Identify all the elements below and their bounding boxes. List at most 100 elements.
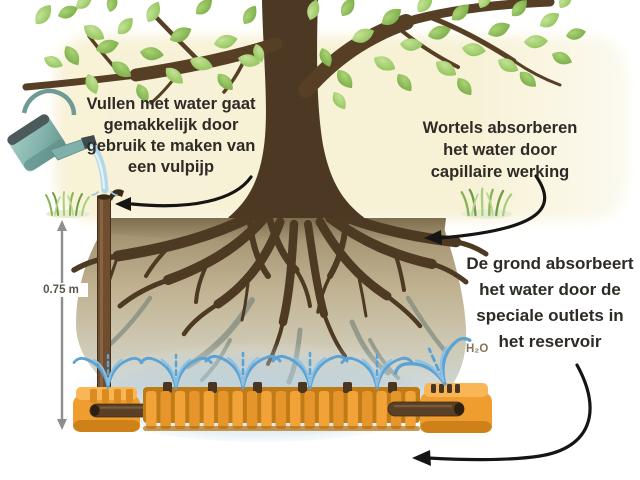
leaf-shape: [319, 48, 332, 67]
crate-slat: [347, 391, 359, 429]
crate-slat: [333, 391, 344, 429]
connector-pipe-right: [387, 401, 465, 417]
leaf-shape: [217, 73, 233, 90]
root: [71, 253, 121, 273]
leaf-shape: [307, 0, 320, 20]
leaf-shape: [478, 0, 492, 8]
leaf-shape: [58, 5, 78, 19]
leaf-shape: [559, 0, 572, 8]
leaf-shape: [136, 84, 149, 103]
note-line: De grond absorbeert: [466, 254, 634, 273]
leaf-shape: [498, 58, 519, 73]
note-line: het water door: [443, 141, 557, 159]
root-system: [71, 208, 489, 366]
pipe-highlight: [100, 406, 166, 409]
root: [247, 219, 271, 279]
leaf-shape: [428, 25, 451, 40]
fill-instruction-note: Vullen met water gaat gemakkelijk door g…: [55, 94, 287, 178]
arrow-to-fill-pipe: [130, 175, 253, 208]
leaf-shape: [400, 38, 423, 51]
branch: [512, 59, 562, 87]
leaf-shape: [85, 74, 99, 94]
leaf-shape: [417, 0, 433, 13]
leaf-shape: [76, 0, 93, 9]
crate-slat: [318, 391, 330, 429]
crate-row-base: [143, 426, 420, 431]
crate-slat: [275, 391, 287, 429]
note-line: gemakkelijk door: [103, 116, 239, 134]
leaf-shape: [566, 28, 586, 40]
crate-slat: [232, 391, 243, 429]
leaf-shape: [552, 51, 572, 65]
leaf-shape: [117, 18, 133, 35]
arrow-to-soil: [438, 174, 547, 240]
leaf-shape: [238, 54, 261, 67]
crate-peg: [343, 382, 352, 393]
tree-trunk: [228, 0, 364, 218]
watering-can-icon: [7, 88, 97, 172]
leaf-shape: [214, 34, 238, 49]
crate-peg: [208, 382, 217, 393]
depth-arrow: [57, 220, 67, 430]
note-line: capillaire werking: [430, 163, 570, 181]
crate-slat: [203, 391, 215, 429]
root: [117, 277, 171, 309]
leaf-shape: [170, 27, 192, 43]
outlet-tooth: [455, 384, 460, 393]
root: [394, 254, 406, 292]
crate-ridge: [102, 389, 109, 403]
note-line: speciale outlets in: [476, 306, 624, 325]
branch: [394, 24, 460, 69]
cream-backdrop: [56, 36, 628, 220]
crate-slat: [174, 391, 186, 429]
crate-slat: [261, 391, 272, 429]
leaf-shape: [540, 12, 560, 28]
branch: [427, 14, 517, 64]
leaf-shape: [511, 0, 527, 17]
root: [325, 213, 437, 269]
leaf-shape: [111, 61, 132, 78]
leaf-shape: [374, 56, 396, 71]
leaf-shape: [253, 44, 265, 63]
annotation-arrows: [115, 174, 592, 466]
leaf-shape: [451, 4, 469, 21]
crate-ridge: [90, 389, 97, 403]
root: [194, 264, 208, 304]
pipe-highlight: [394, 405, 452, 408]
depth-label: 0.75 m: [34, 283, 88, 297]
branch: [149, 66, 184, 105]
crate-slat: [146, 391, 157, 429]
leaf-shape: [352, 28, 375, 43]
crate-peg: [253, 382, 262, 393]
root: [144, 246, 170, 278]
leaf-shape: [146, 1, 161, 22]
roots-absorption-note: Wortels absorberen het water door capill…: [400, 117, 600, 183]
crate-ridge: [114, 389, 121, 403]
root: [332, 208, 462, 248]
note-line: een vulpijp: [127, 158, 215, 176]
root: [384, 293, 423, 329]
crate-slat: [290, 391, 301, 429]
pipe-opening: [90, 405, 100, 416]
leaf-shape: [195, 0, 212, 15]
note-line: Vullen met water gaat: [86, 95, 256, 113]
note-line: het reservoir: [498, 332, 602, 351]
crate-slat: [304, 391, 315, 429]
leaf-shape: [44, 56, 63, 68]
leaf-shape: [397, 74, 412, 92]
root: [163, 213, 269, 285]
root: [357, 276, 368, 318]
water-stream: [88, 142, 118, 196]
leaf-shape: [436, 60, 457, 76]
leaf-shape: [488, 22, 511, 37]
arrow-to-reservoir: [426, 363, 592, 462]
crate-slat: [160, 391, 171, 429]
crate-slat: [362, 391, 373, 429]
left-box-shadow: [73, 420, 140, 432]
outlet-tooth: [439, 384, 444, 393]
reservoir-crates: [73, 382, 492, 433]
leaf-shape: [519, 71, 536, 87]
leaf-shape: [524, 35, 548, 49]
leaf-shape: [462, 43, 486, 57]
